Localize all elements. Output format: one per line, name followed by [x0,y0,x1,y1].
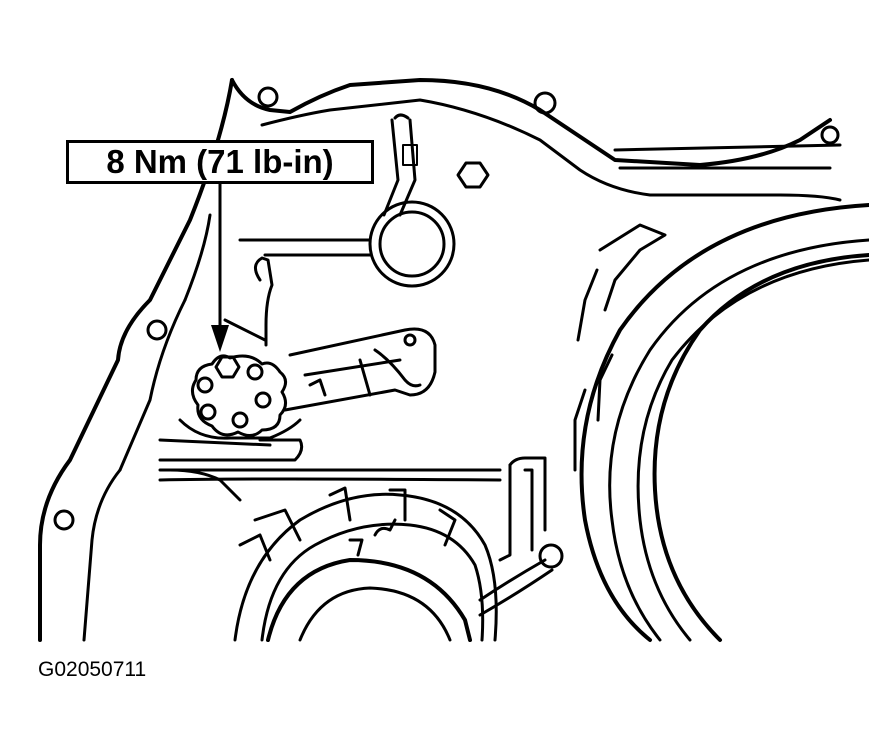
housing-left-flange [38,78,234,642]
mounting-hole-icon [53,509,75,531]
lower-bracket [478,456,564,617]
lever-arm [283,327,437,412]
hex-bolt-icon [456,161,490,189]
torque-label: 8 Nm (71 lb-in) [106,143,334,180]
mounting-hole-icon [257,86,279,108]
breather-tube [382,113,418,217]
mounting-hole-icon [820,125,840,145]
round-boss [368,200,456,288]
hex-bolt-icon [214,355,241,379]
bell-housing [573,203,869,642]
torque-callout-arrow [211,182,229,352]
housing-upper-outline [230,78,842,202]
mounting-hole-icon [533,91,557,115]
drain-plug-assembly [158,354,302,447]
housing-webbing [158,238,502,482]
lower-pulley [168,468,498,642]
mounting-hole-icon [146,319,168,341]
figure-id: G02050711 [38,658,147,681]
torque-callout: 8 Nm (71 lb-in) [66,140,374,184]
